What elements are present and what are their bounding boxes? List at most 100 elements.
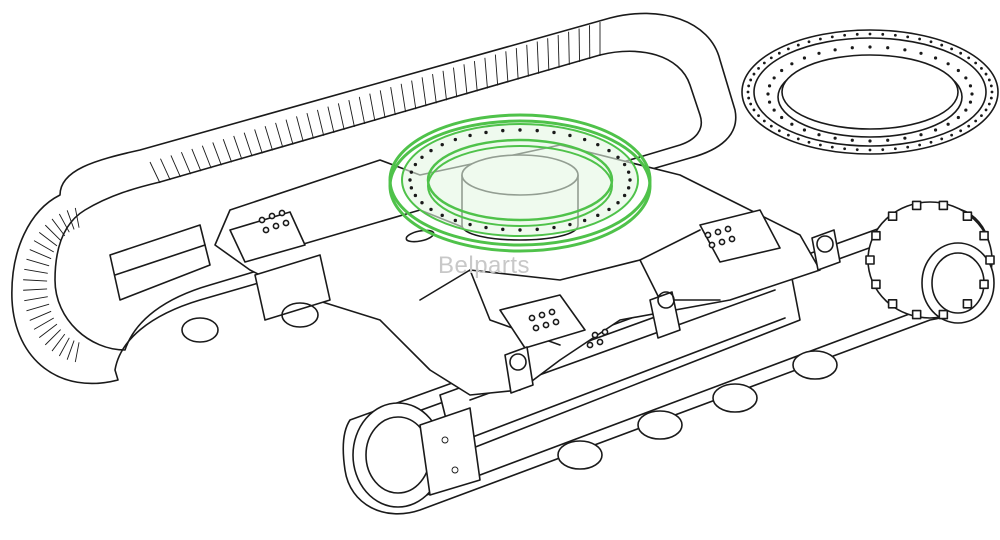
detail-ring-tooth (757, 114, 760, 117)
track-link (505, 51, 509, 83)
car-body-frame (214, 144, 841, 396)
ring-bolt (409, 170, 414, 174)
frame-bolt (586, 341, 594, 349)
detail-ring-bolt (919, 51, 923, 55)
detail-ring-tooth (984, 108, 988, 112)
detail-ring-tooth (893, 147, 897, 151)
track-link (568, 31, 570, 65)
ring-bolt (582, 137, 587, 142)
detail-ring-tooth (906, 145, 910, 149)
detail-ring-bolt (790, 62, 794, 66)
ring-bolt (568, 133, 572, 138)
ring-bolt (582, 218, 587, 223)
detail-ring-bolt (790, 122, 794, 126)
detail-ring-tooth (747, 84, 751, 88)
detail-ring-bolt (868, 45, 872, 49)
track-link (526, 44, 529, 77)
detail-ring-bolt (868, 139, 872, 143)
track-link (400, 83, 407, 113)
track-link (379, 90, 386, 119)
frame-bolt (596, 338, 604, 346)
track-link (24, 268, 48, 274)
sprocket-tooth (887, 211, 898, 222)
track-link (201, 145, 212, 169)
left-track-links (23, 22, 601, 363)
ring-bolt (409, 186, 414, 190)
detail-ring-tooth (747, 96, 751, 100)
ring-bolt (408, 178, 412, 182)
detail-ring-tooth (818, 37, 822, 41)
frame-bolt (258, 216, 266, 224)
frame-bolt (262, 226, 270, 234)
detail-ring-tooth (950, 47, 954, 51)
detail-ring-bolt (850, 46, 854, 50)
detail-ring-bolt (767, 100, 772, 104)
ring-bolt (484, 130, 488, 135)
track-link (494, 54, 499, 86)
detail-ring-tooth (980, 114, 983, 117)
ring-bolt (429, 207, 433, 212)
track-link (23, 288, 48, 291)
detail-ring-bolt (772, 76, 776, 80)
right-track (342, 200, 995, 515)
track-rollers (557, 350, 838, 470)
ring-bolt (626, 170, 631, 174)
detail-ring-bolt (956, 68, 960, 73)
sprocket-tooth (871, 279, 881, 290)
track-link (557, 35, 560, 68)
detail-ring-tooth (762, 119, 766, 123)
slewing-ring (388, 113, 652, 253)
ring-bolt (420, 200, 424, 205)
detail-ring-bolt (970, 92, 974, 96)
detail-ring-bolt (767, 84, 772, 88)
detail-ring-tooth (989, 96, 993, 100)
detail-ring-tooth (830, 145, 834, 149)
ring-bolt (518, 228, 522, 232)
detail-ring-bolt (817, 133, 821, 137)
frame-bolt (552, 318, 560, 326)
ring-bolt (484, 225, 488, 230)
track-link (33, 240, 54, 253)
detail-ring-bolt (802, 56, 807, 60)
track-link (432, 74, 437, 104)
slewing-ring-bolts (408, 128, 632, 232)
detail-ring-tooth (959, 51, 963, 55)
detail-ring-tooth (855, 32, 859, 36)
front-idler (352, 402, 481, 508)
detail-ring-tooth (881, 32, 885, 36)
track-link (33, 317, 54, 330)
ring-bolt (468, 222, 472, 227)
track-link (348, 100, 355, 127)
detail-ring-bolt (919, 133, 923, 137)
detail-ring-tooth (929, 140, 933, 144)
detail-ring-tooth (868, 32, 872, 36)
detail-ring-bolt (833, 48, 837, 52)
detail-ring-tooth (868, 148, 872, 152)
track-link (463, 64, 468, 95)
sprocket-tooth (938, 200, 949, 211)
track-link (411, 80, 417, 110)
detail-ring-bolt (772, 108, 776, 112)
track-link (149, 161, 161, 184)
detail-ring-bolt (946, 122, 950, 126)
track-link (369, 93, 376, 122)
track-link (23, 279, 48, 282)
ring-bolt (468, 133, 472, 138)
frame-bolt (538, 311, 546, 319)
detail-ring-tooth (796, 137, 800, 141)
detail-ring-tooth (769, 56, 773, 60)
track-link (306, 113, 314, 139)
track-link (51, 218, 66, 237)
detail-ring-bolt (780, 115, 784, 120)
track-link (58, 337, 70, 357)
detail-ring-bolt (886, 138, 890, 142)
ring-bolt (607, 148, 611, 153)
detail-ring-tooth (746, 90, 750, 94)
track-link (327, 106, 335, 133)
ring-bolt (535, 227, 539, 232)
detail-ring-bolt (964, 108, 968, 112)
frame-bolt (542, 321, 550, 329)
ring-bolt (552, 225, 556, 230)
ring-bolt (552, 130, 556, 135)
